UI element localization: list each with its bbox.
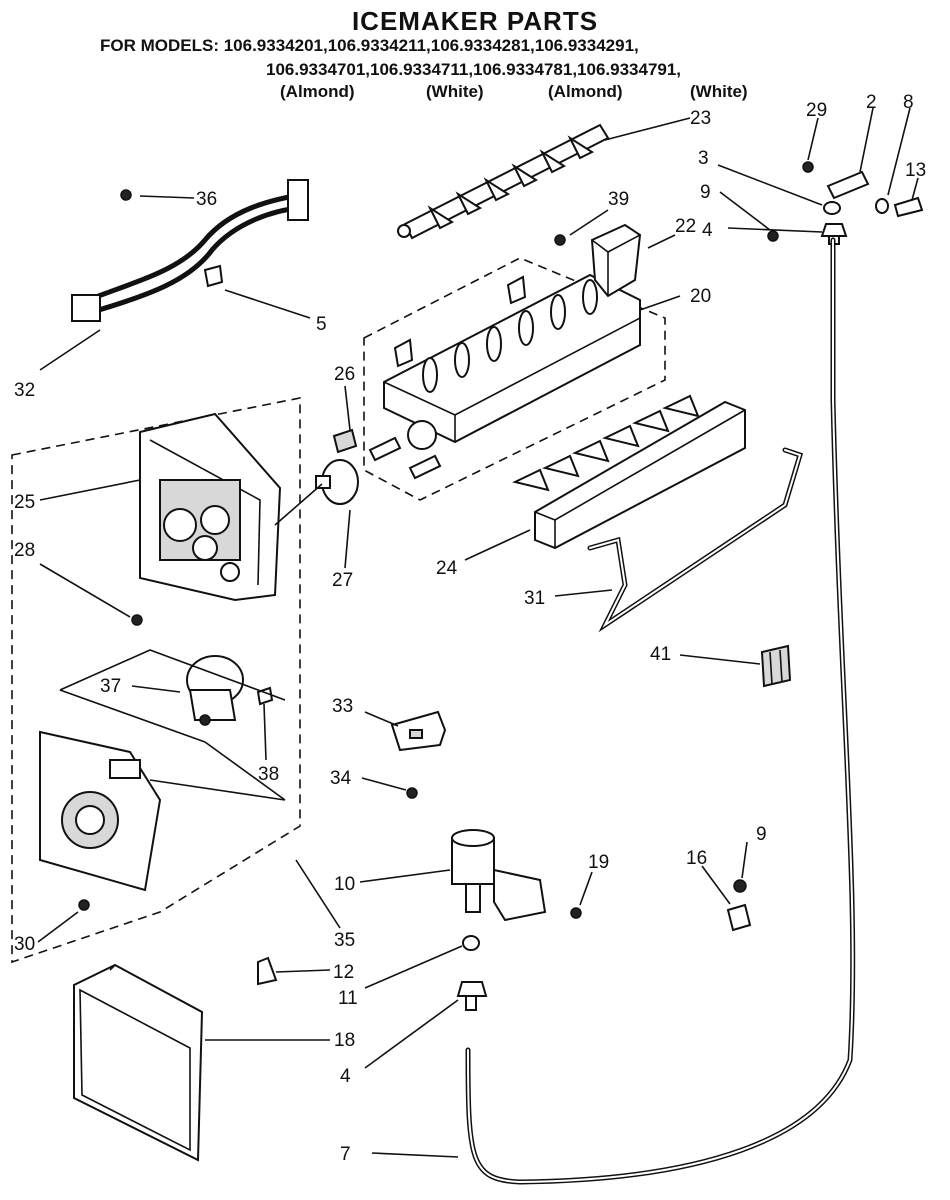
- housing-part: [139, 412, 282, 602]
- leader-lines: [37, 107, 919, 1158]
- mount-plane-lines: [59, 649, 286, 801]
- screw-19: [570, 907, 582, 919]
- fitting-4b: [456, 981, 488, 1011]
- callout-11: 11: [338, 988, 358, 1009]
- callout-38: 38: [258, 764, 279, 785]
- bin-cover-part: [73, 963, 204, 1162]
- callout-24: 24: [436, 558, 458, 579]
- callout-32: 32: [14, 380, 35, 401]
- callout-33: 33: [332, 696, 353, 717]
- callout-20: 20: [690, 286, 711, 307]
- cover-part: [390, 710, 447, 752]
- bracket-16-part: [726, 903, 752, 932]
- callout-8: 8: [903, 92, 914, 113]
- mounting-plate-part: [39, 730, 162, 892]
- small-clip-part: [332, 428, 358, 454]
- callout-13: 13: [905, 160, 926, 181]
- callout-4a: 4: [702, 220, 713, 241]
- bracket-3: [823, 201, 841, 215]
- callout-18: 18: [334, 1030, 355, 1051]
- callout-9a: 9: [700, 182, 711, 203]
- nut-11-part: [462, 935, 480, 951]
- wire-harness-part: [71, 179, 309, 322]
- callout-5: 5: [316, 314, 327, 335]
- callout-10: 10: [334, 874, 355, 895]
- callout-37: 37: [100, 676, 121, 697]
- washer-8: [875, 198, 889, 214]
- fitting-2: [826, 170, 870, 200]
- callout-16: 16: [686, 848, 707, 869]
- callout-22: 22: [675, 216, 696, 237]
- callout-3: 3: [698, 148, 709, 169]
- screw-28: [131, 614, 143, 626]
- color-almond-1: (Almond): [280, 82, 355, 101]
- icemaker-assembly-outline: [363, 257, 666, 501]
- callout-2: 2: [866, 92, 877, 113]
- callout-25: 25: [14, 492, 35, 513]
- callout-7: 7: [340, 1144, 351, 1165]
- callout-41: 41: [650, 644, 671, 665]
- screw-29: [802, 161, 814, 173]
- control-box-assembly-outline: [11, 397, 301, 964]
- callout-31: 31: [524, 588, 545, 609]
- callout-26: 26: [334, 364, 355, 385]
- callout-35: 35: [334, 930, 355, 951]
- callout-34: 34: [330, 768, 352, 789]
- water-valve-part: [451, 829, 547, 922]
- callout-12: 12: [333, 962, 354, 983]
- models-line-1: FOR MODELS: 106.9334201,106.9334211,106.…: [100, 36, 639, 55]
- thermostat-part: [274, 459, 359, 526]
- fill-cup-part: [590, 223, 642, 298]
- screw-30: [78, 899, 90, 911]
- models-line-2: 106.9334701,106.9334711,106.9334781,106.…: [266, 60, 682, 79]
- screw-36: [120, 189, 132, 201]
- clip-part: [760, 644, 792, 688]
- callout-19: 19: [588, 852, 609, 873]
- callout-29: 29: [806, 100, 827, 121]
- color-white-1: (White): [426, 82, 484, 101]
- color-almond-2: (Almond): [548, 82, 623, 101]
- callout-30: 30: [14, 934, 35, 955]
- callout-28: 28: [14, 540, 35, 561]
- callout-39: 39: [608, 189, 629, 210]
- callout-23: 23: [690, 108, 711, 129]
- clamp-part: [203, 264, 224, 288]
- screw-9a: [767, 230, 779, 242]
- fitting-13: [893, 196, 924, 218]
- ejector-part: [397, 123, 610, 240]
- screw-34: [406, 787, 418, 799]
- color-white-2: (White): [690, 82, 748, 101]
- motor-part: [186, 655, 244, 726]
- ice-stripper-part: [512, 394, 746, 550]
- callout-36: 36: [196, 189, 217, 210]
- callout-27: 27: [332, 570, 353, 591]
- page-title: ICEMAKER PARTS: [351, 6, 599, 36]
- ice-mold-part: [368, 273, 641, 480]
- screw-9b: [733, 879, 747, 893]
- callout-9b: 9: [756, 824, 767, 845]
- callout-4b: 4: [340, 1066, 351, 1087]
- wire-nut-part: [257, 956, 278, 986]
- screw-39: [554, 234, 566, 246]
